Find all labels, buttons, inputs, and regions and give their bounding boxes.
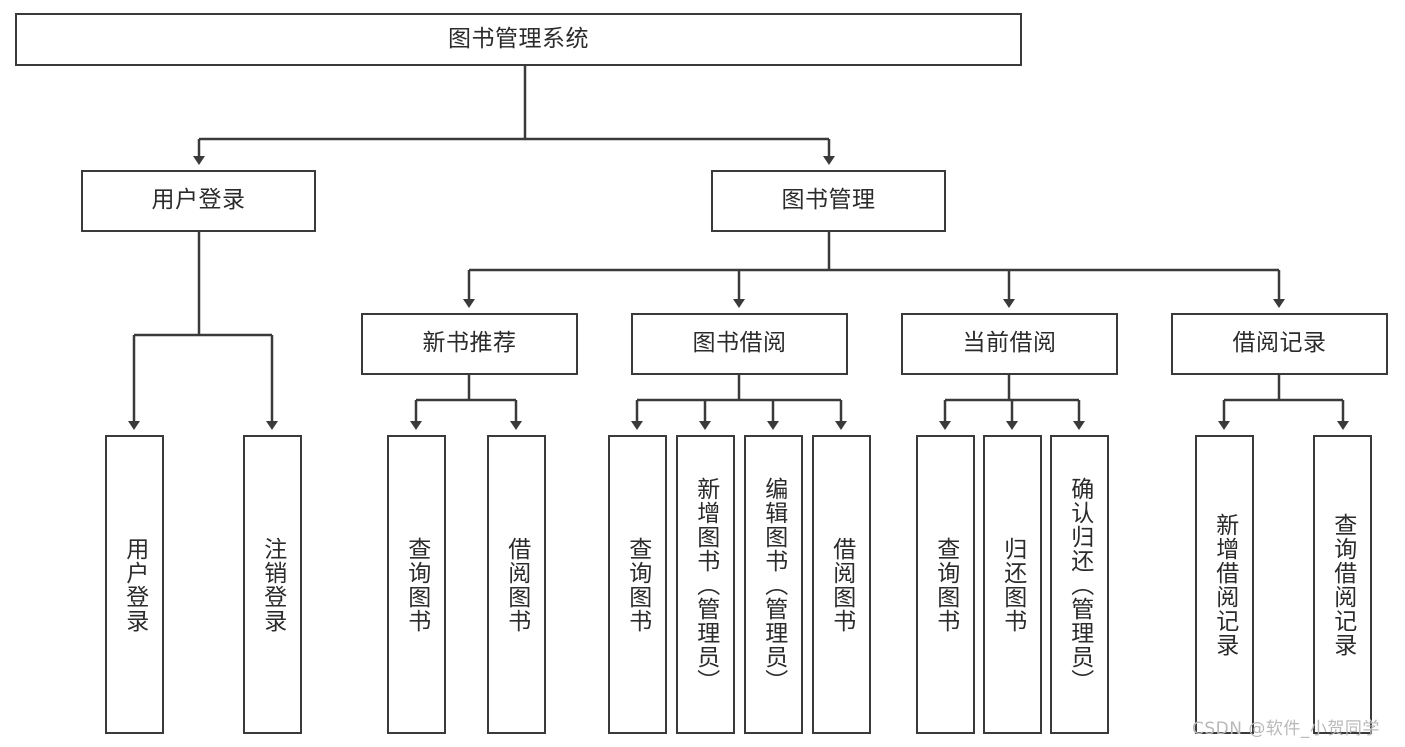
leaf-user-login[interactable]: 用户登录	[105, 435, 164, 734]
node-root-label: 图书管理系统	[448, 25, 589, 52]
leaf-add-book-label: 新增图书（管理员）	[692, 476, 719, 693]
node-current-borrow[interactable]: 当前借阅	[901, 313, 1118, 375]
leaf-add-book[interactable]: 新增图书（管理员）	[676, 435, 735, 734]
node-root[interactable]: 图书管理系统	[15, 13, 1022, 66]
node-book-borrow[interactable]: 图书借阅	[631, 313, 848, 375]
node-borrow-record[interactable]: 借阅记录	[1171, 313, 1388, 375]
node-borrow-record-label: 借阅记录	[1232, 330, 1327, 357]
leaf-user-login-label: 用户登录	[121, 536, 148, 633]
leaf-logout[interactable]: 注销登录	[243, 435, 302, 734]
leaf-query-book-rec[interactable]: 查询图书	[387, 435, 446, 734]
leaf-query-record[interactable]: 查询借阅记录	[1313, 435, 1372, 734]
leaf-confirm-return[interactable]: 确认归还（管理员）	[1050, 435, 1109, 734]
node-user-login-label: 用户登录	[151, 187, 246, 214]
leaf-query-book-current[interactable]: 查询图书	[916, 435, 975, 734]
leaf-return-book[interactable]: 归还图书	[983, 435, 1042, 734]
leaf-query-book-current-label: 查询图书	[932, 536, 959, 633]
node-book-borrow-label: 图书借阅	[692, 330, 787, 357]
node-book-manage[interactable]: 图书管理	[711, 170, 946, 232]
leaf-query-book-rec-label: 查询图书	[403, 536, 430, 633]
leaf-add-record[interactable]: 新增借阅记录	[1195, 435, 1254, 734]
leaf-confirm-return-label: 确认归还（管理员）	[1066, 476, 1093, 693]
leaf-edit-book[interactable]: 编辑图书（管理员）	[744, 435, 803, 734]
leaf-query-record-label: 查询借阅记录	[1329, 512, 1356, 657]
leaf-return-book-label: 归还图书	[999, 536, 1026, 633]
leaf-borrow-book[interactable]: 借阅图书	[812, 435, 871, 734]
leaf-query-book-borrow-label: 查询图书	[624, 536, 651, 633]
leaf-add-record-label: 新增借阅记录	[1211, 512, 1238, 657]
node-new-book-rec[interactable]: 新书推荐	[361, 313, 578, 375]
leaf-borrow-book-rec[interactable]: 借阅图书	[487, 435, 546, 734]
csdn-watermark: CSDN @软件_小贺同学	[1192, 719, 1380, 739]
leaf-query-book-borrow[interactable]: 查询图书	[608, 435, 667, 734]
node-new-book-rec-label: 新书推荐	[422, 330, 517, 357]
leaf-edit-book-label: 编辑图书（管理员）	[760, 476, 787, 693]
leaf-borrow-book-label: 借阅图书	[828, 536, 855, 633]
node-book-manage-label: 图书管理	[781, 187, 876, 214]
leaf-borrow-book-rec-label: 借阅图书	[503, 536, 530, 633]
node-user-login[interactable]: 用户登录	[81, 170, 316, 232]
leaf-logout-label: 注销登录	[259, 536, 286, 633]
node-current-borrow-label: 当前借阅	[962, 330, 1057, 357]
